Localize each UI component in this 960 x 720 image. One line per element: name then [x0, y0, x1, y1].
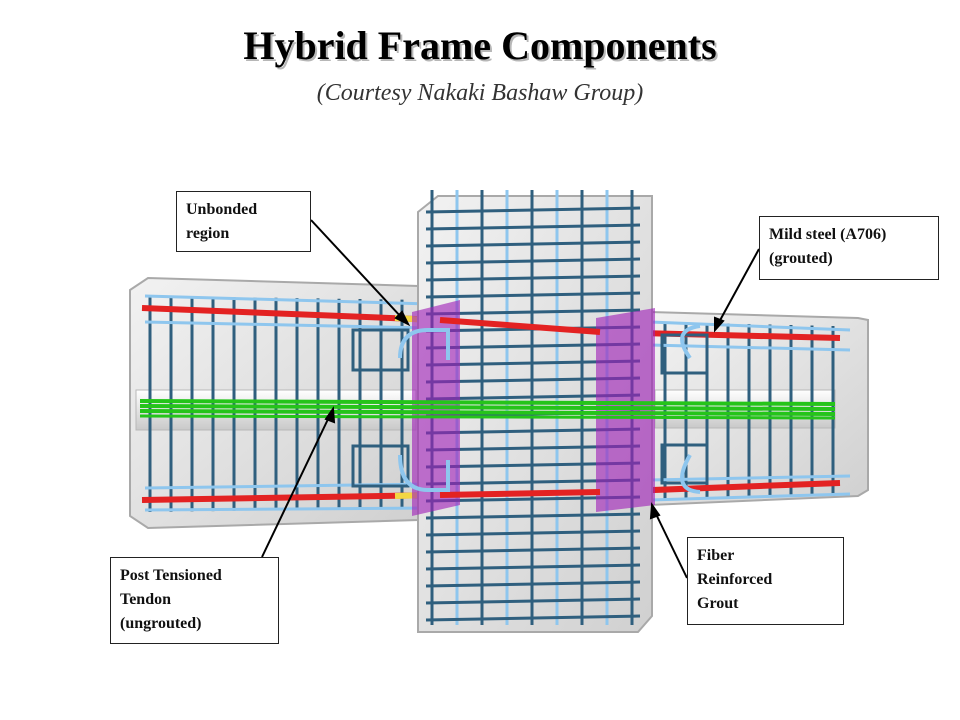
column-tie — [425, 308, 641, 316]
column-tie — [425, 274, 641, 282]
callout-fiber-reinforced-grout: Fiber Reinforced Grout — [687, 537, 844, 625]
page-subtitle: (Courtesy Nakaki Bashaw Group) — [316, 80, 644, 106]
column-tie — [425, 257, 641, 265]
column-tie — [425, 206, 641, 214]
leader-mild-steel — [717, 248, 760, 325]
arrowhead-tendon — [324, 406, 336, 424]
page-title: Hybrid Frame Components — [243, 23, 717, 68]
column-tie — [425, 291, 641, 299]
column-tie — [425, 223, 641, 231]
arrowhead-mild-steel — [714, 316, 725, 333]
column-tie — [425, 546, 641, 554]
callout-mild-steel: Mild steel (A706) (grouted) — [759, 216, 939, 280]
leader-lines — [261, 219, 760, 579]
column-tie — [425, 512, 641, 520]
column-tie — [425, 597, 641, 605]
column-tie — [425, 529, 641, 537]
arrowhead-grout — [649, 502, 661, 520]
leader-grout — [654, 511, 688, 579]
leader-tendon — [261, 414, 331, 558]
column-tie — [425, 240, 641, 248]
joint-hoops — [398, 324, 701, 494]
column-tie — [425, 563, 641, 571]
column-tie — [425, 580, 641, 588]
column-tie — [425, 614, 641, 622]
leader-unbonded — [310, 219, 403, 319]
mild-steel-through-joint — [439, 317, 601, 498]
post-tensioned-tendon — [139, 399, 836, 420]
callout-post-tensioned-tendon: Post Tensioned Tendon (ungrouted) — [110, 557, 279, 644]
arrowhead-unbonded — [394, 310, 411, 327]
callout-unbonded-region: Unbonded region — [176, 191, 311, 252]
